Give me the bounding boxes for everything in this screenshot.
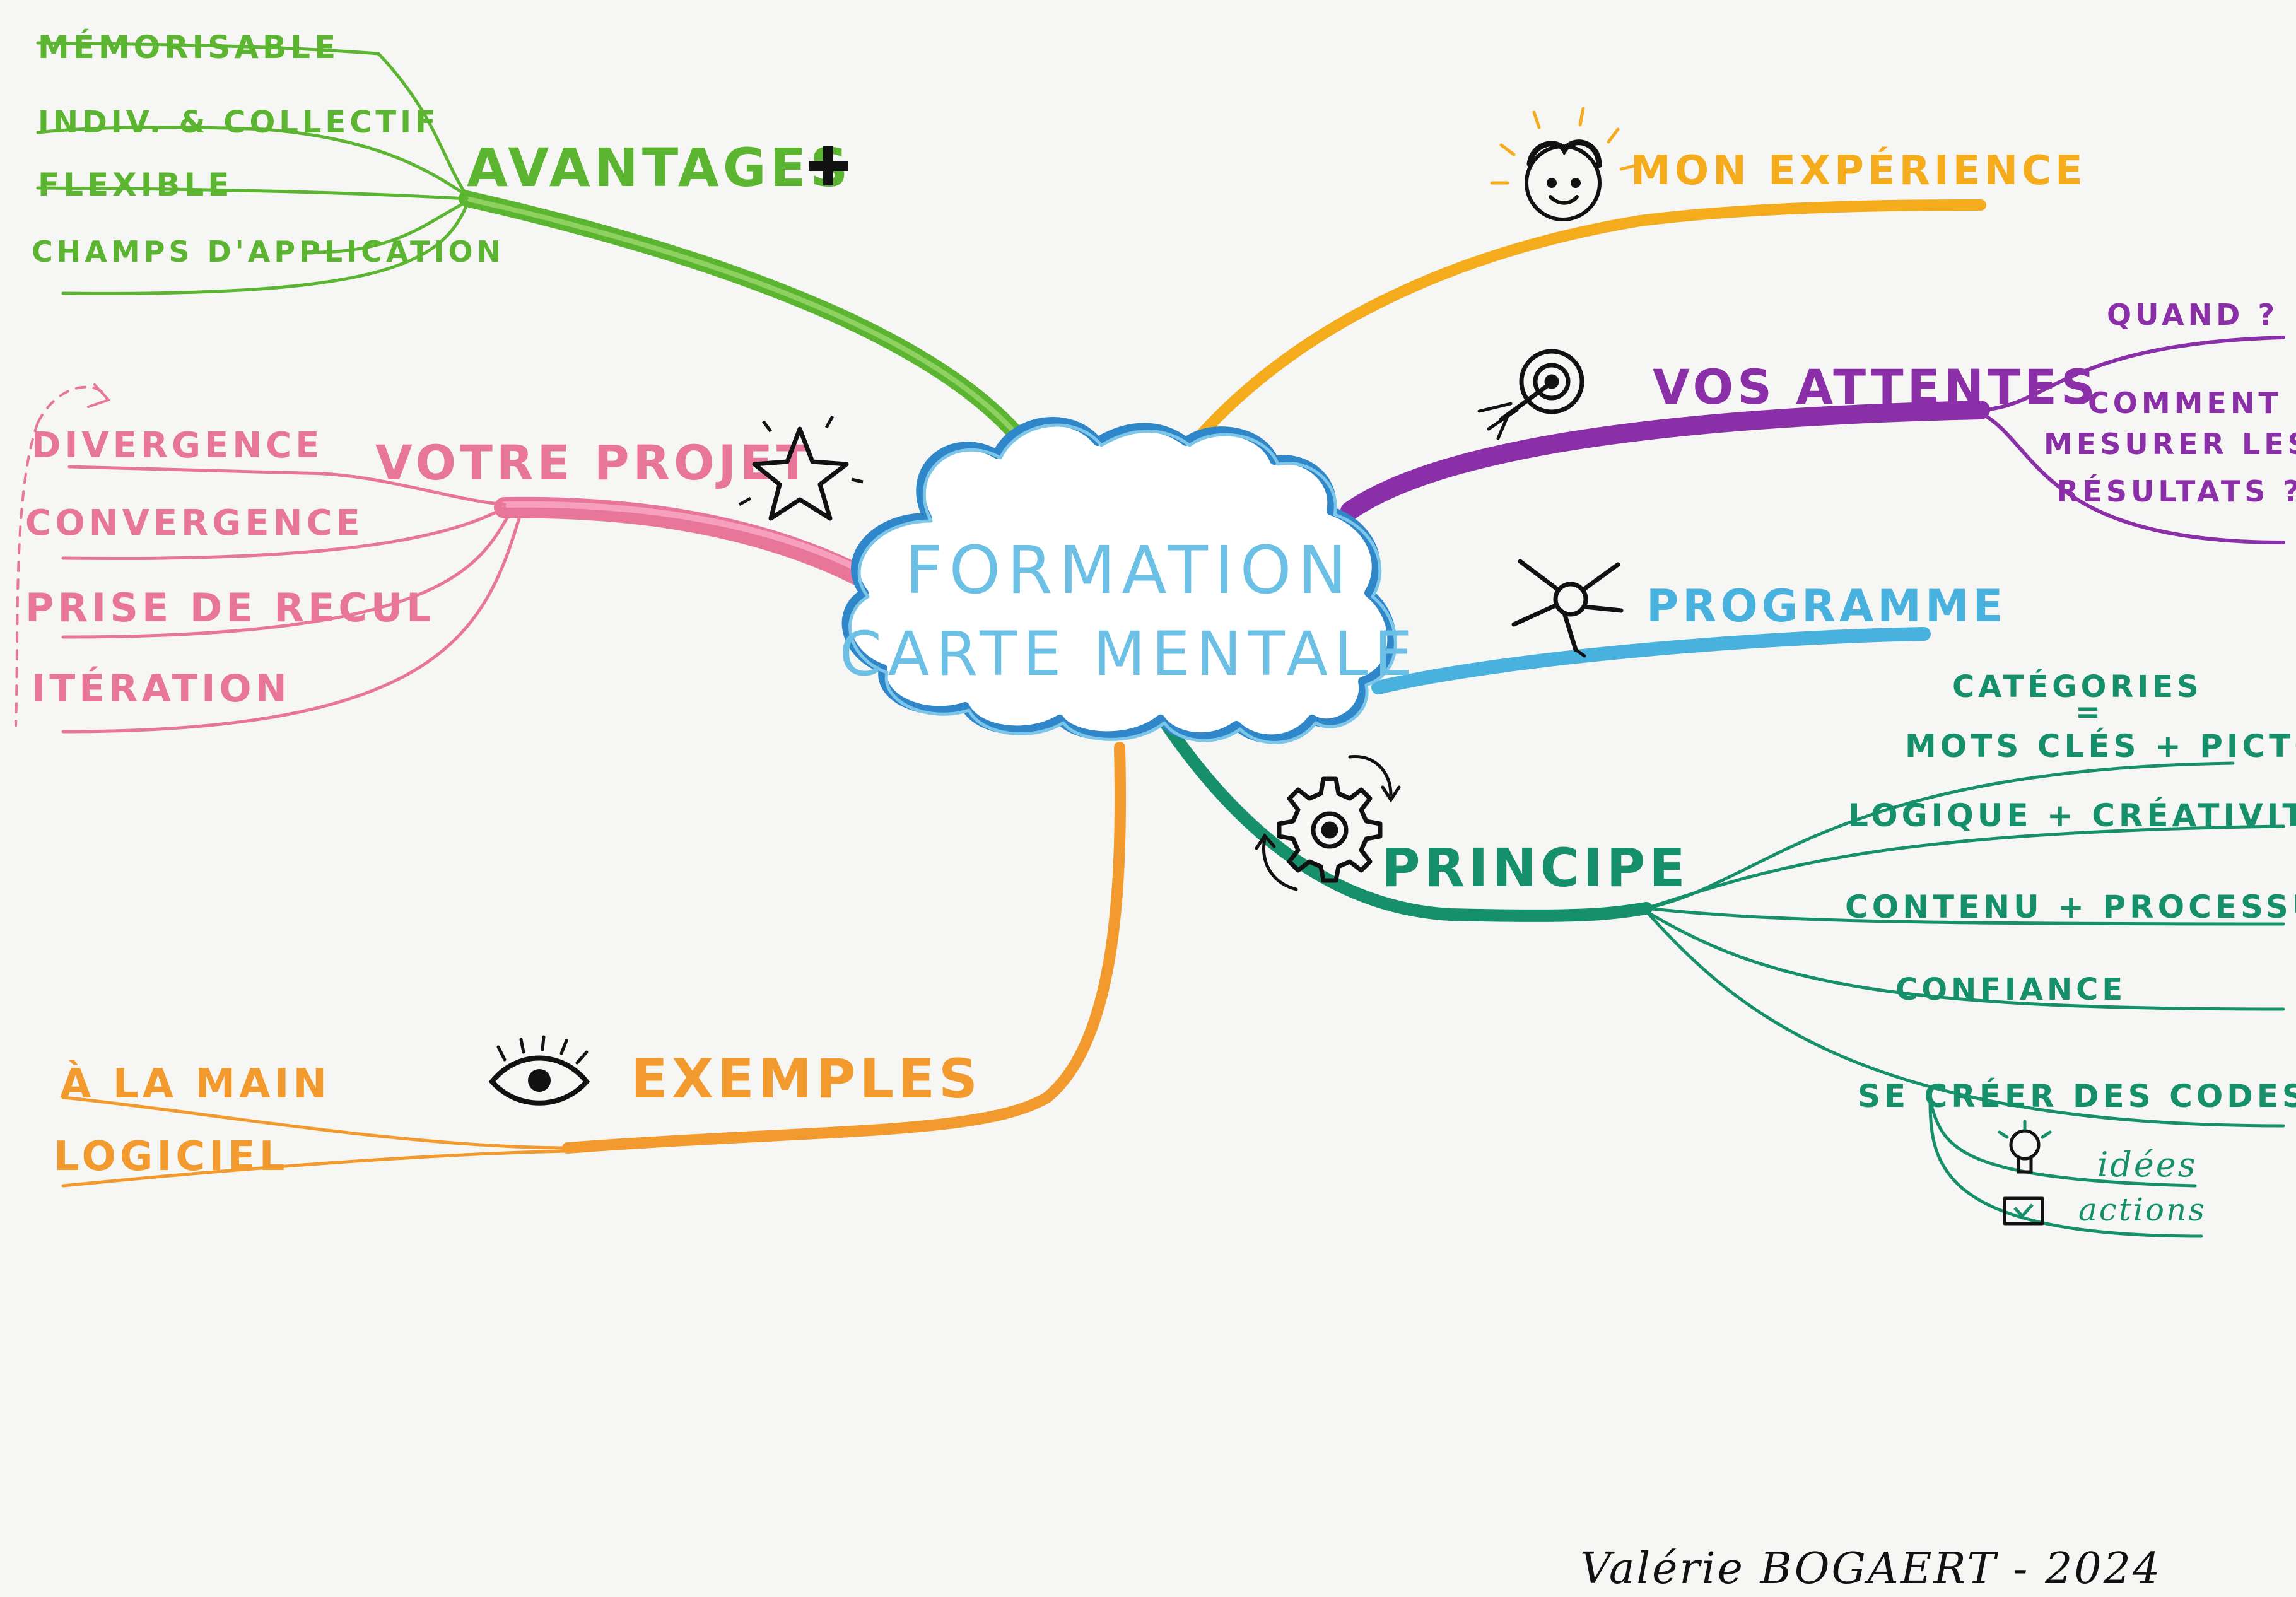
vos-attentes-item: MESURER LES: [2044, 427, 2296, 461]
target-arrow-icon: [1477, 349, 1584, 440]
compass-star-icon: [1511, 559, 1624, 658]
branch-exemples: EXEMPLES À LA MAIN LOGICIEL: [54, 1035, 981, 1180]
plus-icon: [809, 146, 848, 185]
principe-code: actions: [2078, 1191, 2206, 1228]
branch-avantages: AVANTAGES MÉMORISABLE INDIV. & COLLECTIF…: [32, 28, 852, 269]
branch-principe-lines: [1154, 710, 2285, 1238]
signature: Valérie BOGAERT - 2024: [1580, 1544, 2162, 1594]
principe-item: CONFIANCE: [1895, 972, 2126, 1007]
principe-item: SE CRÉER DES CODES: [1858, 1077, 2296, 1114]
branch-vos-attentes: VOS ATTENTES QUAND ? COMMENT MESURER LES…: [1477, 298, 2296, 508]
star-icon: [738, 415, 864, 521]
principe-categories-equals: =: [2075, 694, 2104, 730]
checkbox-icon: [2003, 1196, 2044, 1226]
branch-vos-attentes-lines: [1340, 336, 2285, 544]
branch-vos-attentes-label: VOS ATTENTES: [1653, 359, 2099, 415]
votre-projet-item: ITÉRATION: [32, 665, 291, 711]
principe-item: CONTENU + PROCESSUS: [1845, 889, 2296, 925]
branch-votre-projet: VOTRE PROJET DIVERGENCE CONVERGENCE PRIS…: [25, 415, 864, 711]
vos-attentes-item: RÉSULTATS ?: [2056, 474, 2296, 508]
branch-programme-lines: [1371, 627, 1931, 694]
avantages-item: FLEXIBLE: [38, 167, 233, 203]
votre-projet-item: PRISE DE RECUL: [25, 585, 435, 631]
branch-mon-experience-label: MON EXPÉRIENCE: [1631, 146, 2087, 194]
principe-item: LOGIQUE + CRÉATIVITÉ: [1848, 797, 2296, 834]
branch-principe-label: PRINCIPE: [1381, 837, 1689, 899]
branch-exemples-label: EXEMPLES: [631, 1048, 981, 1111]
branch-mon-experience-lines: [1186, 199, 1986, 450]
principe-code: idées: [2097, 1145, 2197, 1185]
cycle-arrow-icon: [1255, 754, 1401, 891]
avantages-item: INDIV. & COLLECTIF: [38, 105, 440, 140]
principe-categories-line2: MOTS CLÉS + PICTOS: [1905, 727, 2296, 764]
branch-avantages-label: AVANTAGES: [467, 137, 852, 199]
center-cloud: FORMATION CARTE MENTALE: [840, 417, 1419, 744]
branch-votre-projet-label: VOTRE PROJET: [375, 435, 813, 491]
branch-principe: PRINCIPE CATÉGORIES = MOTS CLÉS + PICTOS…: [1255, 669, 2296, 1228]
center-title-line1: FORMATION: [905, 532, 1354, 609]
vos-attentes-item: QUAND ?: [2107, 298, 2278, 332]
exemples-item: À LA MAIN: [60, 1060, 331, 1108]
gear-icon: [1277, 776, 1383, 883]
lightbulb-icon: [1998, 1120, 2052, 1174]
eye-icon: [488, 1035, 590, 1106]
votre-projet-item: DIVERGENCE: [32, 425, 323, 466]
branch-votre-projet-lines: [15, 383, 900, 734]
branch-programme: PROGRAMME: [1511, 559, 2006, 658]
branch-exemples-lines: [61, 742, 1127, 1188]
avantages-item: MÉMORISABLE: [38, 28, 339, 66]
principe-categories-line1: CATÉGORIES: [1952, 669, 2203, 705]
center-title-line2: CARTE MENTALE: [840, 619, 1419, 689]
votre-projet-item: CONVERGENCE: [25, 503, 364, 544]
exemples-item: LOGICIEL: [54, 1133, 289, 1180]
smiling-face-icon: [1490, 107, 1639, 221]
branch-avantages-lines: [36, 41, 1049, 475]
avantages-item: CHAMPS D'APPLICATION: [32, 235, 505, 269]
branch-programme-label: PROGRAMME: [1646, 580, 2006, 632]
vos-attentes-item: COMMENT: [2088, 386, 2282, 420]
branch-mon-experience: MON EXPÉRIENCE: [1490, 107, 2087, 221]
